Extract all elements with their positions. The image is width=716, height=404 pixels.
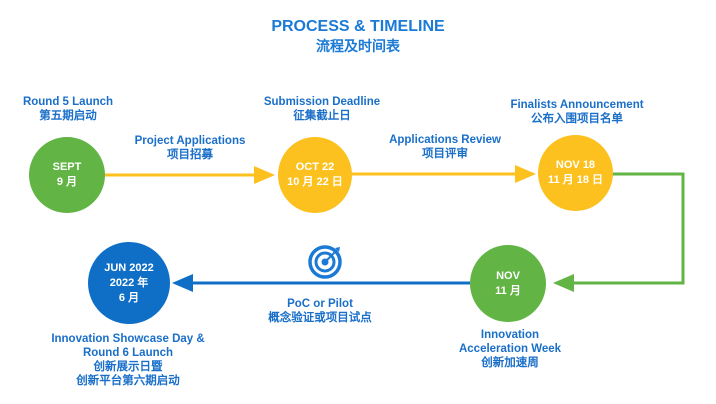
milestone-2-label: Submission Deadline 征集截止日	[264, 95, 380, 123]
phase-3-en: PoC or Pilot	[287, 298, 353, 310]
milestone-3-en: Finalists Announcement	[510, 99, 644, 111]
date-en: NOV	[496, 269, 520, 282]
milestone-3-zh: 公布入围项目名单	[531, 113, 623, 125]
milestone-4-zh: 创新加速周	[481, 357, 539, 369]
milestone-5-en-2: Round 6 Launch	[82, 347, 174, 359]
milestone-1-en: Round 5 Launch	[22, 96, 114, 108]
phase-3-zh: 概念验证或项目试点	[268, 312, 372, 324]
date-zh: 11 月	[495, 284, 521, 297]
phase-2-zh: 项目评审	[422, 148, 468, 160]
date-zh-year: 2022 年	[109, 276, 149, 289]
milestone-3-label: Finalists Announcement 公布入围项目名单	[510, 98, 643, 126]
page-subtitle: 流程及时间表	[316, 38, 400, 54]
phase-2-en: Applications Review	[389, 134, 501, 146]
phase-review: Applications Review 项目评审	[389, 133, 501, 161]
date-en: JUN 2022	[104, 261, 154, 274]
milestone-2-zh: 征集截止日	[293, 110, 351, 122]
date-en: SEPT	[52, 161, 82, 173]
milestone-4-label: Innovation Acceleration Week 创新加速周	[459, 328, 561, 370]
target-icon	[308, 245, 342, 279]
milestone-1-label: Round 5 Launch 第五期启动	[23, 95, 113, 123]
arrow-acceleration	[553, 172, 685, 292]
milestone-1-zh: 第五期启动	[39, 110, 97, 122]
date-zh-month: 6 月	[118, 291, 140, 304]
date-en: OCT 22	[295, 161, 335, 173]
milestone-3-circle: NOV 18 11 月 18 日	[538, 135, 613, 211]
date-en: NOV 18	[555, 159, 596, 171]
phase-applications: Project Applications 项目招募	[135, 134, 246, 162]
milestone-2-en: Submission Deadline	[263, 96, 381, 108]
milestone-5-label: Innovation Showcase Day & Round 6 Launch…	[51, 332, 204, 388]
page-title: PROCESS & TIMELINE	[271, 18, 445, 35]
phase-poc: PoC or Pilot 概念验证或项目试点	[268, 297, 372, 325]
milestone-1-circle: SEPT 9 月	[29, 137, 105, 213]
milestone-5-en-1: Innovation Showcase Day &	[51, 333, 205, 345]
milestone-4-en-1: Innovation	[480, 329, 540, 341]
phase-1-zh: 项目招募	[166, 149, 213, 161]
milestone-4-circle: NOV 11 月	[470, 245, 546, 322]
milestone-5-circle: JUN 2022 2022 年 6 月	[88, 242, 170, 324]
date-zh: 11 月 18 日	[547, 174, 604, 186]
milestone-5-zh-1: 创新展示日暨	[93, 361, 163, 373]
date-zh: 10 月 22 日	[287, 176, 343, 188]
milestone-2-circle: OCT 22 10 月 22 日	[278, 137, 352, 213]
milestone-4-en-2: Acceleration Week	[458, 343, 562, 355]
phase-1-en: Project Applications	[134, 135, 246, 147]
milestone-5-zh-2: 创新平台第六期启动	[76, 375, 180, 387]
date-zh: 9 月	[56, 176, 78, 188]
